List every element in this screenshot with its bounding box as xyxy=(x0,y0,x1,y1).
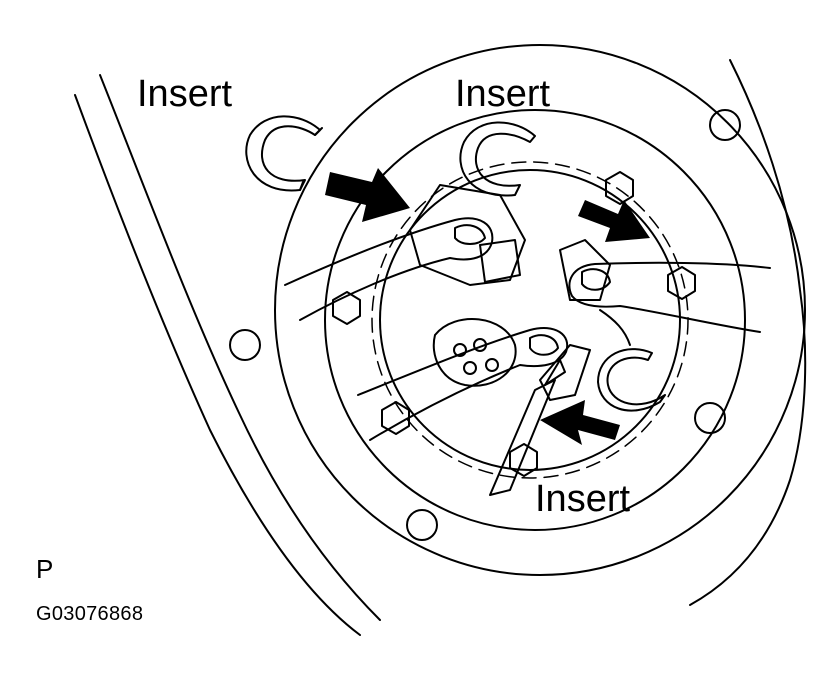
connector-upper-left xyxy=(409,184,526,286)
housing-outline-right xyxy=(689,59,807,606)
housing-outline-inner xyxy=(99,74,381,621)
connector-terminal xyxy=(485,358,499,372)
housing-outline xyxy=(74,94,361,636)
screwdriver-tip xyxy=(544,359,566,386)
page-letter: P xyxy=(36,554,54,584)
connector-right xyxy=(559,239,611,301)
connector-terminal xyxy=(453,343,467,357)
retainer-clip-bottom xyxy=(597,348,666,412)
connector-upper-left-latch xyxy=(479,239,521,283)
insert-label-top-left: Insert xyxy=(137,73,233,115)
connector-terminal xyxy=(463,361,477,375)
connector-right-pipe xyxy=(599,309,631,346)
finger-upper-left xyxy=(284,217,494,321)
pump-body-dashed xyxy=(371,161,689,479)
bolt-hole xyxy=(694,402,726,434)
flange-ring-outer xyxy=(324,109,746,531)
retainer-clip-loose-legs xyxy=(299,127,323,191)
finger-lower xyxy=(357,326,569,441)
hex-bolt xyxy=(381,401,410,435)
finger-right xyxy=(568,261,771,333)
flange-plate xyxy=(274,44,806,576)
bolt-hole xyxy=(709,109,741,141)
fingernail xyxy=(581,268,611,291)
fingernail xyxy=(529,334,559,356)
hex-bolt xyxy=(332,291,361,325)
connector-lower-left xyxy=(432,318,517,387)
retainer-clip-top xyxy=(459,121,536,197)
arrow-lower xyxy=(540,400,620,445)
hex-bolt xyxy=(667,266,696,300)
hex-bolt xyxy=(509,443,538,477)
bolt-hole xyxy=(406,509,438,541)
hex-bolt xyxy=(605,171,634,205)
fingernail xyxy=(454,224,486,245)
insert-label-top-center: Insert xyxy=(455,73,551,115)
insert-label-bottom: Insert xyxy=(535,478,631,520)
figure-code: G03076868 xyxy=(36,603,144,625)
bolt-hole xyxy=(229,329,261,361)
arrow-upper-left xyxy=(325,168,410,222)
pump-body xyxy=(379,169,681,471)
arrow-right xyxy=(578,200,650,242)
